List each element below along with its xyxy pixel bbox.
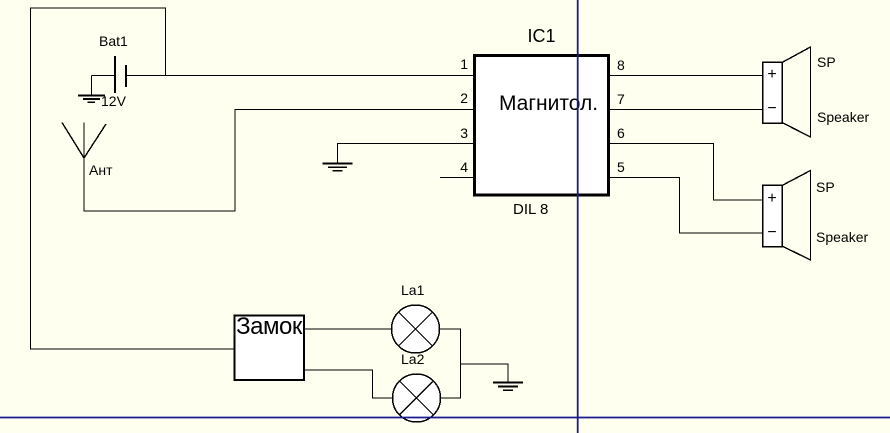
ic-body[interactable] (472, 53, 611, 197)
lamp2-symbol[interactable] (391, 373, 442, 423)
speaker1-ref-label: SP (817, 54, 836, 70)
ic-name-label: Магнитол. (498, 92, 599, 115)
antenna-label: Ант (89, 162, 113, 178)
ic-package-label: DIL 8 (513, 201, 549, 218)
lamp2-ref-label: La2 (401, 351, 425, 367)
speaker1-minus-sign: − (767, 100, 777, 117)
battery-ref-label: Bat1 (99, 33, 128, 49)
ic-pin8-number: 8 (617, 57, 625, 73)
speaker1-type-label: Speaker (817, 109, 870, 125)
speaker2-plus-sign: + (767, 190, 777, 207)
lamp1-symbol[interactable] (390, 304, 441, 354)
wire-antenna-to-pin2 (83, 108, 473, 212)
speaker2-symbol[interactable] (761, 169, 812, 262)
ic-pin7-number: 7 (617, 91, 625, 107)
wire-lock-to-lamp2 (304, 369, 393, 399)
ic-ground-symbol[interactable] (322, 162, 353, 172)
lamps-ground-symbol[interactable] (493, 381, 523, 391)
battery-ground-symbol[interactable] (78, 75, 105, 103)
wire-lamps-to-ground (439, 328, 509, 399)
battery-symbol[interactable] (91, 56, 128, 93)
lock-body[interactable] (233, 314, 305, 381)
wire-pin3-to-ground (336, 142, 473, 163)
ic-pin6-number: 6 (617, 125, 625, 141)
wire-pin5-to-speaker2-minus (610, 176, 762, 234)
wire-pin6-to-speaker2-plus (610, 142, 762, 201)
lock-label: Замок (236, 313, 302, 340)
ic-pin2-number: 2 (460, 90, 468, 106)
antenna-symbol[interactable] (61, 122, 107, 159)
speaker1-symbol[interactable] (761, 45, 812, 139)
ic-pin1-number: 1 (460, 56, 468, 72)
speaker2-type-label: Speaker (816, 229, 869, 245)
speaker1-plus-sign: + (767, 66, 777, 83)
lamp1-ref-label: La1 (401, 282, 425, 298)
wire-supply-loop (29, 7, 234, 350)
battery-voltage-label: 12V (101, 93, 126, 109)
ic-pin4-number: 4 (460, 159, 468, 175)
speaker2-ref-label: SP (816, 179, 835, 195)
ic-ref-label: IC1 (527, 26, 556, 46)
ic-pin3-number: 3 (460, 125, 468, 141)
ic-pin5-number: 5 (617, 159, 625, 175)
speaker2-minus-sign: − (767, 224, 777, 241)
